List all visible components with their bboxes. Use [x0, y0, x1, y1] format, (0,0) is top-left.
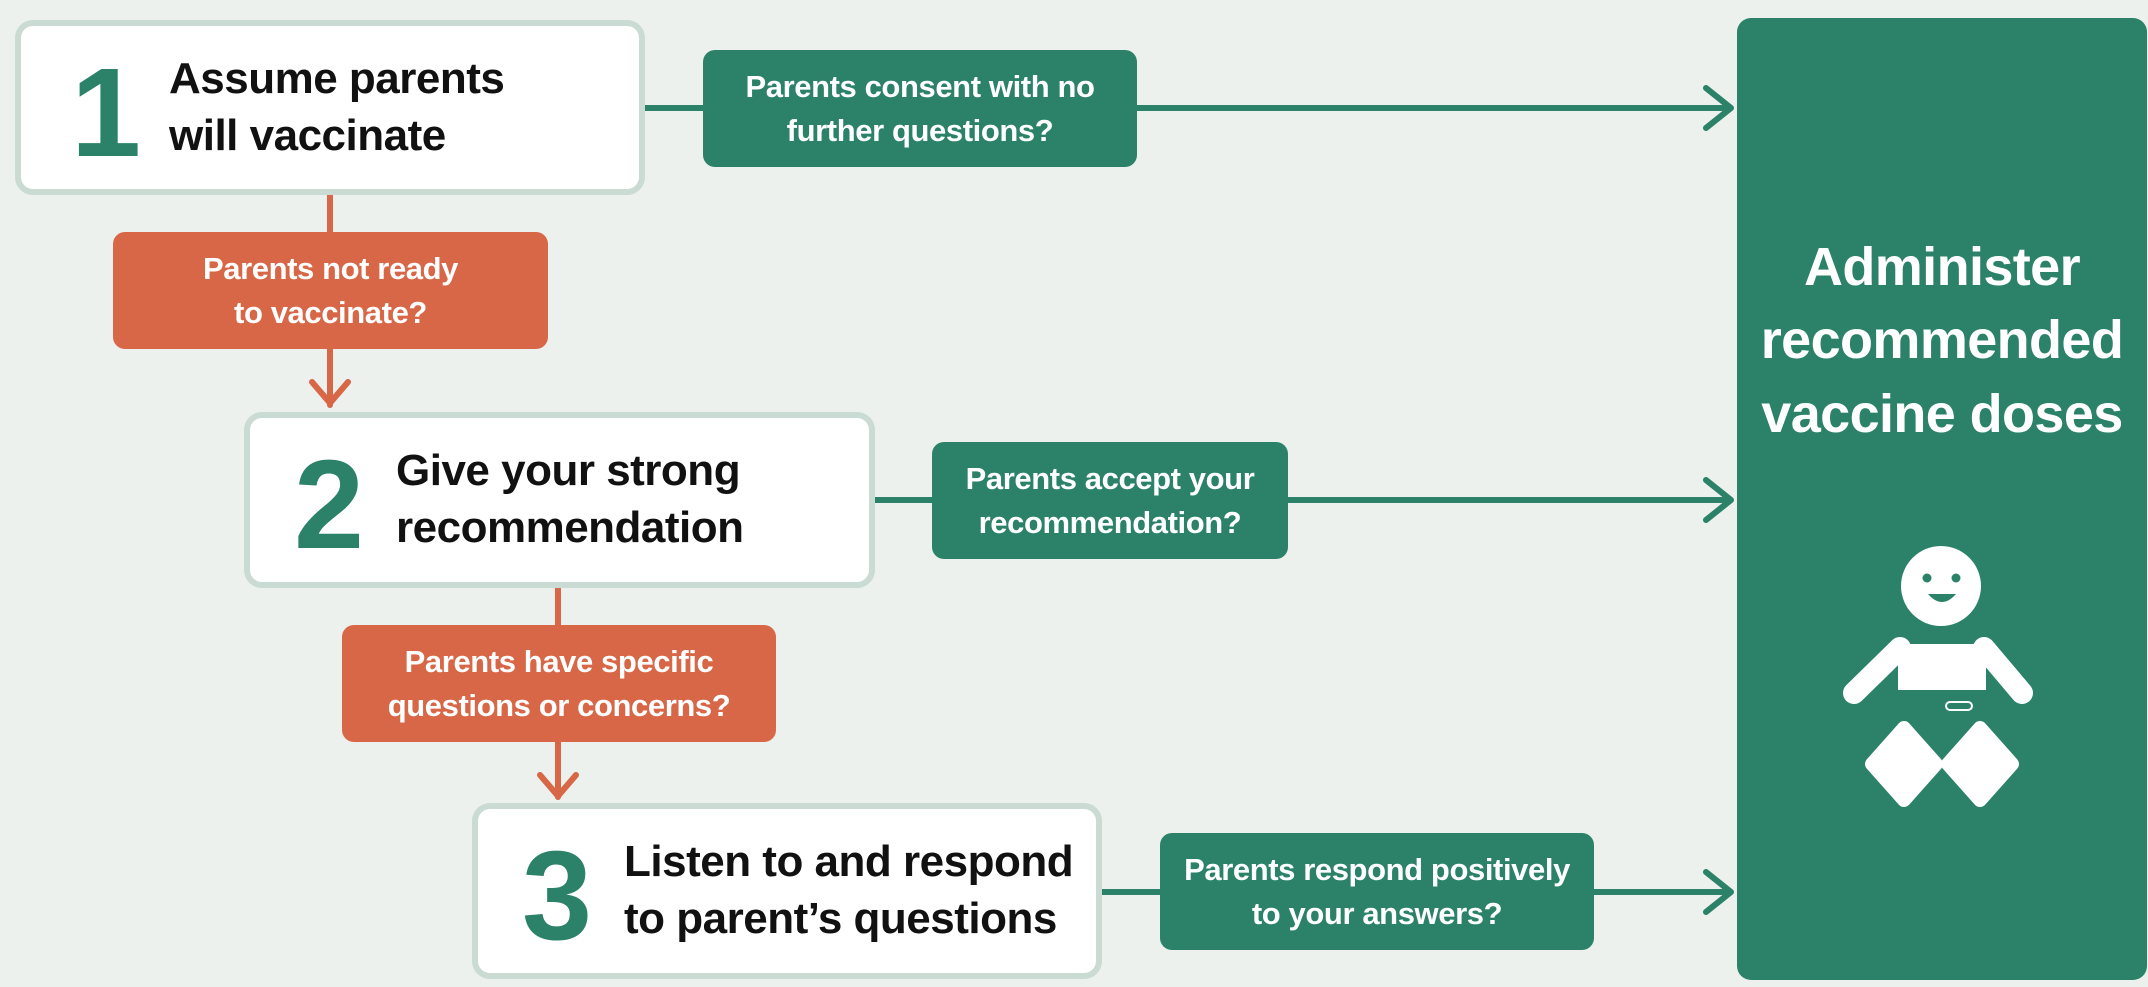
outcome-panel: Administer recommended vaccine doses	[1737, 18, 2147, 980]
step-number: 2	[294, 434, 365, 575]
question-line: to vaccinate?	[234, 294, 427, 330]
step-text: Give your strong recommendation	[396, 442, 744, 556]
outcome-line: vaccine doses	[1761, 383, 2123, 444]
question-not-ready: Parents not ready to vaccinate?	[113, 232, 548, 349]
arrowhead-step3	[1703, 869, 1734, 915]
arrowhead-step2	[1703, 477, 1734, 523]
step-number: 3	[522, 825, 593, 966]
arrowhead-step1	[1703, 85, 1734, 131]
arrowhead-step2-down	[537, 772, 579, 799]
outcome-title: Administer recommended vaccine doses	[1737, 231, 2147, 451]
question-line: Parents accept your	[965, 461, 1255, 497]
step-text-line: Give your strong	[396, 446, 741, 495]
question-consent: Parents consent with no further question…	[703, 50, 1137, 167]
question-respond-positively: Parents respond positively to your answe…	[1160, 833, 1594, 950]
question-line: Parents not ready	[202, 251, 459, 287]
outcome-line: recommended	[1760, 310, 2124, 371]
step-text-line: Listen to and respond	[624, 837, 1074, 886]
question-line: further questions?	[786, 112, 1054, 148]
step-3-box: 3 Listen to and respond to parent’s ques…	[472, 803, 1102, 979]
question-line: to your answers?	[1251, 895, 1503, 931]
step-text-line: to parent’s questions	[624, 894, 1057, 944]
question-line: recommendation?	[978, 504, 1242, 540]
step-text-line: will vaccinate	[169, 111, 446, 161]
question-line: Parents respond positively	[1184, 852, 1570, 888]
question-line: questions or concerns?	[387, 687, 731, 723]
outcome-line: Administer	[1803, 237, 2081, 297]
question-line: Parents consent with no	[745, 69, 1095, 105]
question-accept: Parents accept your recommendation?	[932, 442, 1288, 559]
step-1-box: 1 Assume parents will vaccinate	[15, 20, 645, 195]
step-2-box: 2 Give your strong recommendation	[244, 412, 875, 588]
step-text: Assume parents will vaccinate	[169, 50, 505, 164]
question-specific-concerns: Parents have specific questions or conce…	[342, 625, 776, 742]
baby-icon	[1843, 546, 2033, 807]
step-text: Listen to and respond to parent’s questi…	[624, 833, 1074, 947]
arrowhead-step1-down	[309, 379, 351, 406]
step-number: 1	[71, 42, 142, 183]
step-text-line: recommendation	[396, 503, 744, 553]
question-line: Parents have specific	[404, 644, 714, 680]
step-text-line: Assume parents	[169, 54, 505, 103]
